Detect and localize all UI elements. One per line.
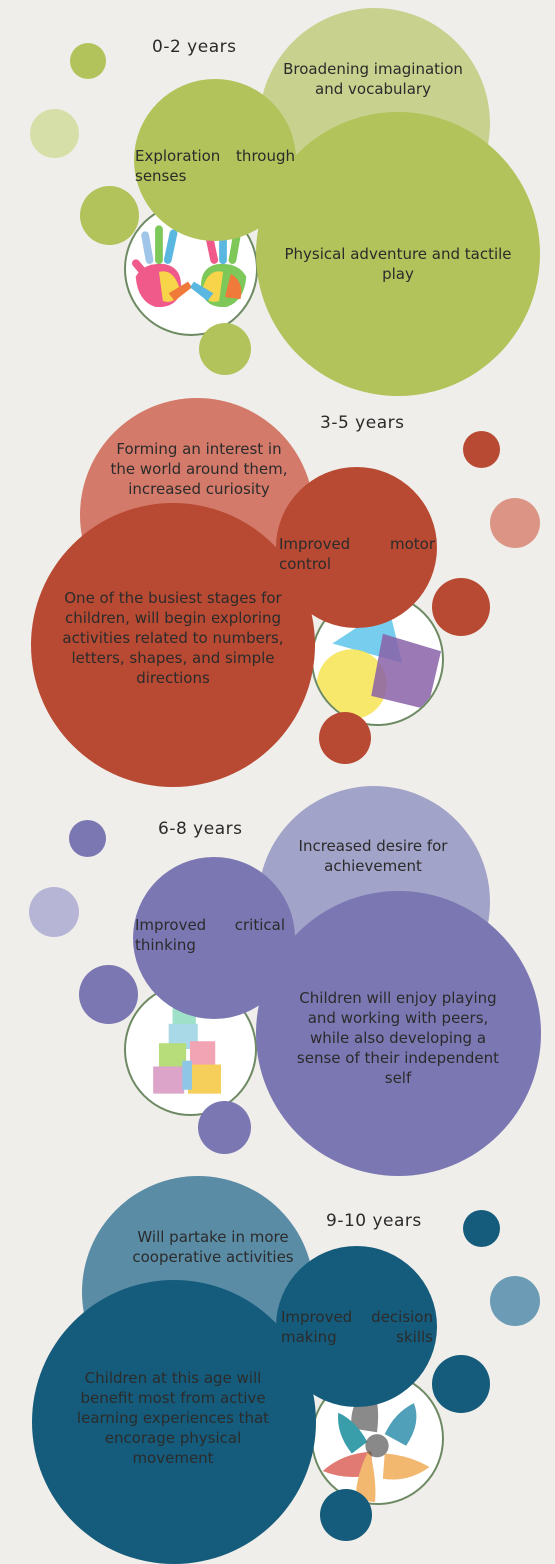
decor-dot: [319, 712, 371, 764]
decor-dot: [80, 186, 139, 245]
decor-dot: [70, 43, 106, 79]
bubble-physical-play: [256, 112, 540, 396]
age-label: 6-8 years: [158, 819, 243, 839]
milestone-text: Children at this age will benefit most f…: [76, 1369, 270, 1467]
milestone-text: Increased desire for achievement: [298, 837, 448, 875]
decor-dot: [490, 1276, 540, 1326]
bubble-active-learning: [32, 1280, 316, 1564]
decor-dot: [198, 1101, 251, 1154]
milestone-text: Exploration through senses: [135, 147, 295, 185]
decor-dot: [199, 323, 251, 375]
decor-dot: [463, 1210, 500, 1247]
milestone-text: Broadening imagination and vocabulary: [283, 60, 463, 98]
milestone-text: Improved decision making skills: [281, 1308, 433, 1346]
decor-dot: [320, 1489, 372, 1541]
milestone-text: Improved motor control: [279, 535, 435, 573]
bubble-busiest-stage: [31, 503, 315, 787]
bubble-peers: [256, 891, 541, 1176]
decor-dot: [490, 498, 540, 548]
milestone-text: Improved critical thinking: [135, 916, 285, 954]
decor-dot: [432, 578, 490, 636]
decor-dot: [432, 1355, 490, 1413]
milestone-text: Will partake in more cooperative activit…: [132, 1228, 294, 1266]
decor-dot: [29, 887, 79, 937]
decor-dot: [79, 965, 138, 1024]
age-label: 3-5 years: [320, 413, 405, 433]
age-label: 9-10 years: [326, 1211, 422, 1231]
milestone-text: Children will enjoy playing and working …: [296, 989, 500, 1087]
milestone-text: One of the busiest stages for children, …: [62, 589, 284, 687]
age-label: 0-2 years: [152, 37, 237, 57]
milestone-text: Physical adventure and tactile play: [284, 245, 512, 283]
decor-dot: [69, 820, 106, 857]
decor-dot: [463, 431, 500, 468]
decor-dot: [30, 109, 79, 158]
milestone-text: Forming an interest in the world around …: [110, 440, 288, 498]
